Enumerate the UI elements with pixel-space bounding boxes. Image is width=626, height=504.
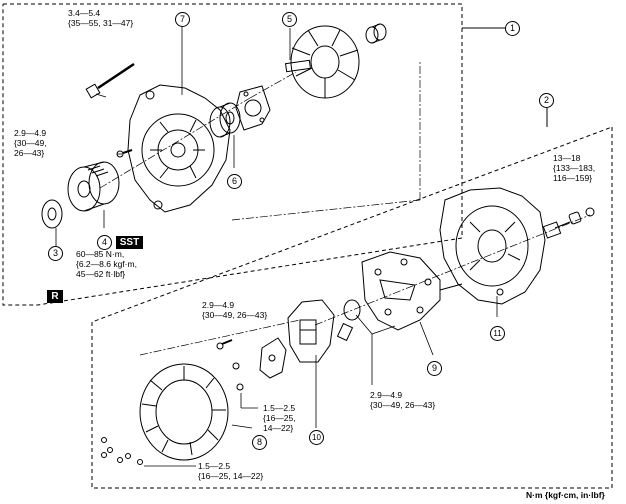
housing-screw [116,149,133,158]
brush-parts [336,299,361,342]
replace-badge: R [47,290,63,303]
torque-spec-stator-screw: 1.5—2.5 {16—25, 14—22} [198,461,264,481]
voltage-regulator [287,299,335,363]
callout-1: 1 [505,21,520,36]
group-2-boundary [91,108,613,489]
callout-7: 7 [175,12,190,27]
callout-5: 5 [282,12,297,27]
callout-4: 4 [97,235,112,250]
callout-9: 9 [427,361,442,376]
front-housing [127,84,231,213]
regulator-screws [216,339,244,391]
rotor [284,25,360,99]
callout-10: 10 [309,430,324,445]
alignment-lines [99,60,591,356]
torque-spec-housing-screw: 2.9—4.9 {30—49, 26—43} [14,128,47,158]
torque-spec-regulator-screw: 2.9—4.9 {30—49, 26—43} [202,300,268,320]
rotor-rear-bearing [365,23,387,44]
regulator-cover [259,337,287,379]
rear-housing [439,187,546,305]
torque-spec-bolt-top: 3.4—5.4 {35—55, 31—47} [68,8,134,28]
stator-screws [101,437,143,465]
callout-3: 3 [48,246,63,261]
b-terminal [542,207,595,239]
rectifier [361,251,463,331]
sst-badge: SST [116,236,143,249]
callout-6: 6 [227,174,242,189]
callout-8: 8 [252,435,267,450]
through-bolt [85,62,135,99]
callout-11: 11 [490,326,505,341]
pulley [67,161,120,212]
torque-spec-regulator-side: 1.5—2.5 {16—25, 14—22} [263,403,296,433]
callout-2: 2 [539,93,554,108]
torque-spec-rectifier-screw: 2.9—4.9 {30—49, 26—43} [370,390,436,410]
group-1-boundary [2,3,505,306]
stator [139,363,229,461]
bearing-retainer [235,85,271,131]
units-legend: N·m {kgf·cm, in·lbf} [526,490,605,500]
front-bearing [209,102,241,138]
torque-spec-terminal-nut: 13—18 {133—183, 116—159} [553,153,596,183]
torque-spec-pulley-nut: 60—85 N·m, {6.2—8.6 kgf·m, 45—62 ft·lbf} [76,249,137,279]
pulley-washer [41,199,63,229]
